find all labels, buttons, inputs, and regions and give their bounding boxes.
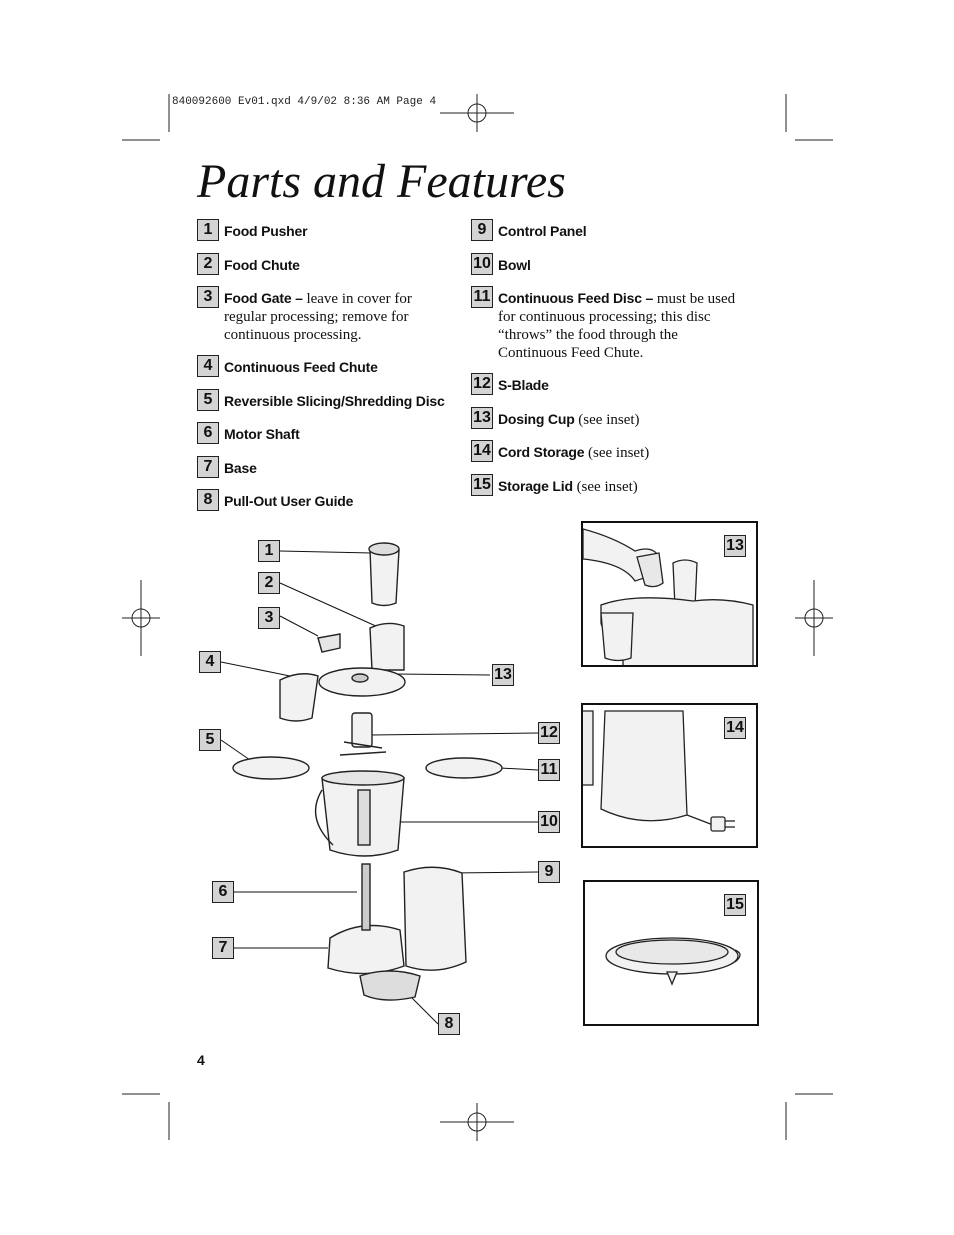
list-item: 2 Food Chute xyxy=(197,253,300,275)
part-number: 14 xyxy=(471,440,493,462)
storage-lid-illustration xyxy=(605,937,741,986)
callout-label: 12 xyxy=(538,722,560,744)
callout-label: 14 xyxy=(724,717,746,739)
part-number: 6 xyxy=(197,422,219,444)
callout-label: 10 xyxy=(538,811,560,833)
callout-label: 3 xyxy=(258,607,280,629)
list-item: 3 Food Gate – leave in cover for regular … xyxy=(197,286,437,344)
dosing-cup-illustration xyxy=(583,528,754,665)
part-number: 8 xyxy=(197,489,219,511)
part-number: 3 xyxy=(197,286,219,308)
part-name: Control Panel xyxy=(498,223,587,239)
part-description: (see inset) xyxy=(574,412,640,428)
part-name: Continuous Feed Disc – xyxy=(498,290,654,306)
callout-label: 7 xyxy=(212,937,234,959)
part-number: 4 xyxy=(197,355,219,377)
part-number: 9 xyxy=(471,219,493,241)
part-number: 10 xyxy=(471,253,493,275)
part-number: 15 xyxy=(471,474,493,496)
inset-cord-storage: 14 xyxy=(581,703,758,848)
part-name: Dosing Cup xyxy=(498,411,575,427)
callout-label: 13 xyxy=(724,535,746,557)
callout-label: 13 xyxy=(492,664,514,686)
part-name: Food Gate – xyxy=(224,290,303,306)
part-name: Reversible Slicing/Shredding Disc xyxy=(224,393,445,409)
callout-label: 11 xyxy=(538,759,560,781)
callout-label: 1 xyxy=(258,540,280,562)
list-item: 12 S-Blade xyxy=(471,373,549,395)
list-item: 11 Continuous Feed Disc – must be used fo… xyxy=(471,286,743,362)
part-number: 11 xyxy=(471,286,493,308)
callout-label: 4 xyxy=(199,651,221,673)
part-number: 13 xyxy=(471,407,493,429)
part-name: Food Chute xyxy=(224,257,300,273)
list-item: 5 Reversible Slicing/Shredding Disc xyxy=(197,389,445,411)
part-number: 2 xyxy=(197,253,219,275)
callout-label: 8 xyxy=(438,1013,460,1035)
inset-storage-lid: 15 xyxy=(583,880,759,1026)
callout-label: 6 xyxy=(212,881,234,903)
list-item: 15 Storage Lid (see inset) xyxy=(471,474,638,496)
list-item: 14 Cord Storage (see inset) xyxy=(471,440,650,462)
part-description: (see inset) xyxy=(572,479,638,495)
list-item: 8 Pull-Out User Guide xyxy=(197,489,354,511)
list-item: 9 Control Panel xyxy=(471,219,587,241)
callout-label: 5 xyxy=(199,729,221,751)
part-name: Bowl xyxy=(498,257,531,273)
part-number: 1 xyxy=(197,219,219,241)
page-number: 4 xyxy=(197,1052,205,1068)
list-item: 4 Continuous Feed Chute xyxy=(197,355,378,377)
part-description: must be used for continuous processing; … xyxy=(498,291,736,361)
part-description: (see inset) xyxy=(584,445,650,461)
callout-label: 9 xyxy=(538,861,560,883)
part-name: Base xyxy=(224,460,257,476)
part-number: 7 xyxy=(197,456,219,478)
list-item: 6 Motor Shaft xyxy=(197,422,300,444)
list-item: 1 Food Pusher xyxy=(197,219,308,241)
page-title: Parts and Features xyxy=(197,155,566,208)
inset-dosing-cup: 13 xyxy=(581,521,758,667)
cord-storage-illustration xyxy=(583,710,735,832)
part-name: S-Blade xyxy=(498,377,549,393)
part-name: Pull-Out User Guide xyxy=(224,493,354,509)
list-item: 13 Dosing Cup (see inset) xyxy=(471,407,640,429)
part-name: Continuous Feed Chute xyxy=(224,359,378,375)
part-number: 12 xyxy=(471,373,493,395)
callout-label: 15 xyxy=(724,894,746,916)
part-description: leave in cover for regular processing; r… xyxy=(224,291,412,343)
part-name: Storage Lid xyxy=(498,478,573,494)
list-item: 7 Base xyxy=(197,456,257,478)
list-item: 10 Bowl xyxy=(471,253,531,275)
part-name: Cord Storage xyxy=(498,444,585,460)
part-name: Motor Shaft xyxy=(224,426,300,442)
part-number: 5 xyxy=(197,389,219,411)
part-name: Food Pusher xyxy=(224,223,308,239)
slug-line: 840092600 Ev01.qxd 4/9/02 8:36 AM Page 4 xyxy=(172,96,437,108)
callout-label: 2 xyxy=(258,572,280,594)
